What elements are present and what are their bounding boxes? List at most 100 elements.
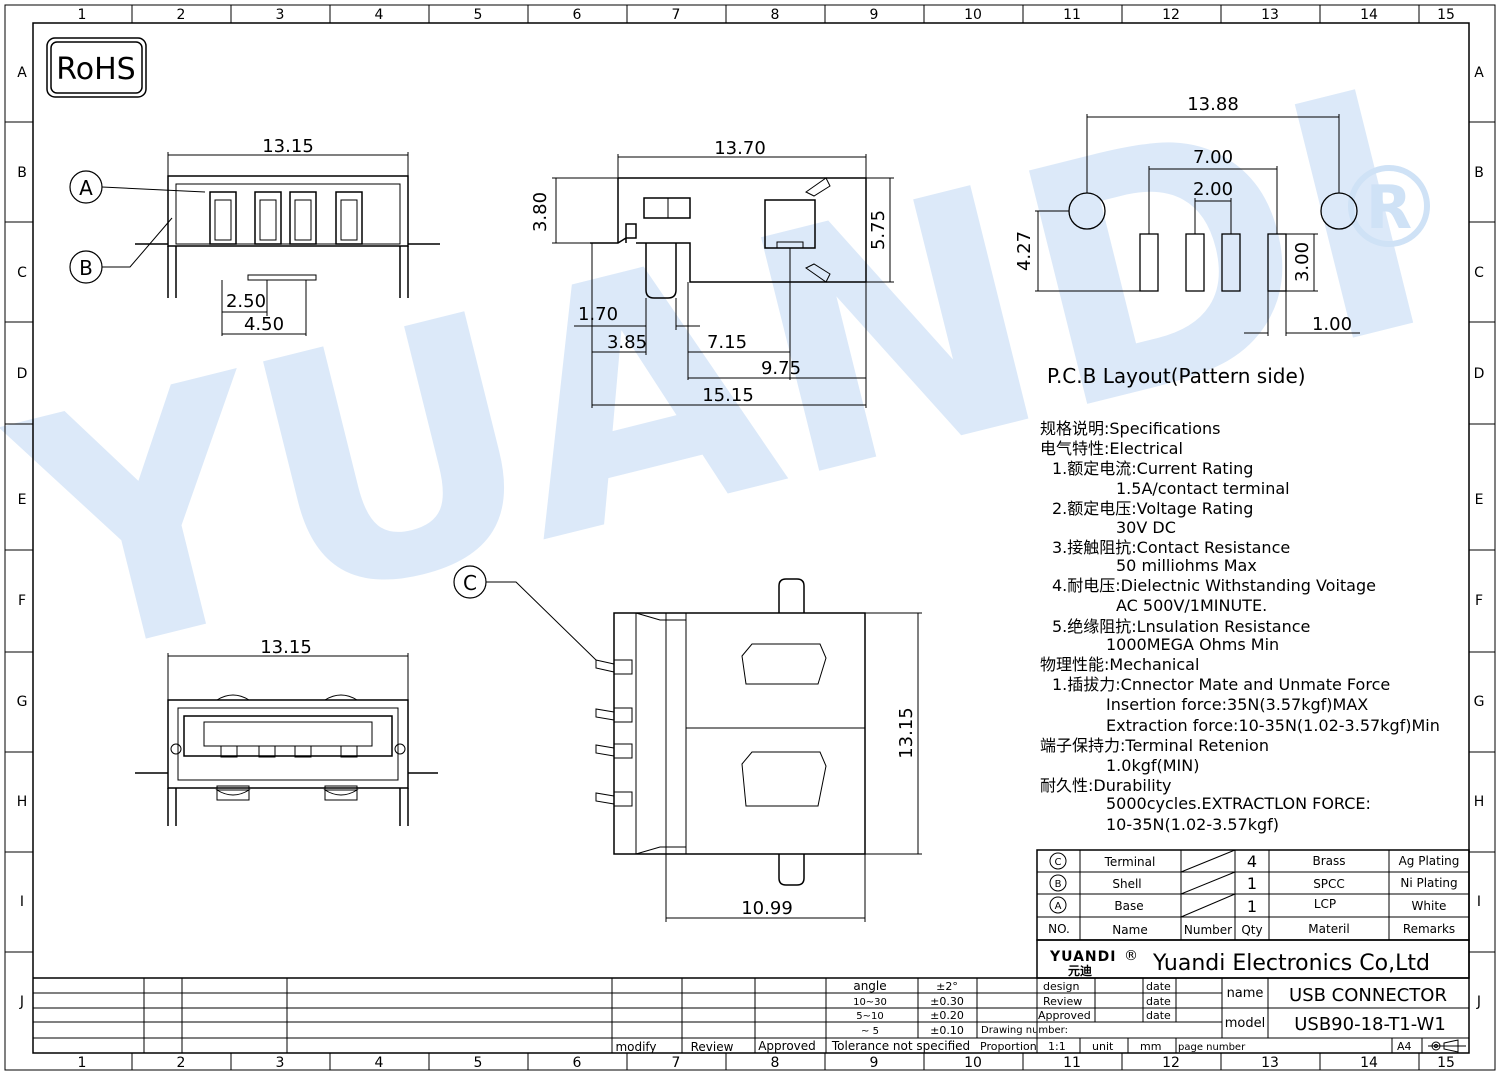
bom-no: B: [1055, 879, 1062, 890]
title-block-text: angle ±2° 10~30 ±0.30 5~10 ±0.20 ~ 5 ±0.…: [615, 979, 1447, 1054]
registered-mark: R: [1348, 165, 1430, 247]
rev-review: Review: [691, 1040, 734, 1054]
bom-cells: C Terminal 4 Brass Ag Plating B Shell 1 …: [1048, 852, 1459, 937]
spec-line: 1.插拔力:Cnnector Mate and Unmate Force: [1052, 675, 1390, 694]
dim-side-d2: 3.85: [607, 332, 647, 353]
dim-pcb-pad-len: 3.00: [1292, 242, 1313, 282]
tb-date: date: [1146, 995, 1171, 1008]
grid-row-label: B: [17, 165, 27, 181]
dim-top-width: 10.99: [741, 898, 793, 919]
bom-no: A: [1055, 901, 1062, 912]
tol-value-3: ±0.10: [930, 1024, 964, 1037]
grid-col-label: 1: [78, 1055, 87, 1071]
dim-pcb-span: 7.00: [1193, 147, 1233, 168]
tb-date: date: [1146, 980, 1171, 993]
grid-col-label: 14: [1360, 1055, 1378, 1071]
grid-right-labels: A B C D E F G H I J: [1474, 65, 1485, 1010]
front-top-dims: 13.15 2.50 4.50: [226, 136, 314, 335]
grid-row-label: E: [18, 492, 27, 508]
spec-line: 50 milliohms Max: [1116, 556, 1257, 575]
top-view: [595, 578, 866, 886]
spec-line: 电气特性:Electrical: [1040, 439, 1183, 458]
bom-material: LCP: [1314, 897, 1336, 911]
grid-col-label: 3: [276, 7, 285, 23]
bom-header-qty: Qty: [1241, 923, 1262, 937]
rev-modify: modify: [615, 1040, 656, 1054]
tb-page-number: page number: [1178, 1042, 1246, 1053]
grid-row-label: I: [1477, 894, 1481, 910]
grid-col-label: 8: [771, 1055, 780, 1071]
dim-side-d4: 9.75: [761, 358, 801, 379]
tol-range-2: 5~10: [856, 1011, 883, 1022]
bom-qty: 1: [1247, 874, 1257, 893]
company-logo-mark: ®: [1124, 948, 1138, 964]
dim-pin-pitch: 2.50: [226, 291, 266, 312]
grid-col-label: 10: [964, 1055, 982, 1071]
spec-line: 2.额定电压:Voltage Rating: [1052, 499, 1253, 518]
bom-remarks: Ni Plating: [1400, 876, 1457, 890]
grid-col-label: 9: [870, 1055, 879, 1071]
inner-border: [32, 22, 1470, 1054]
spec-line: AC 500V/1MINUTE.: [1116, 596, 1267, 615]
dim-side-d1: 1.70: [578, 304, 618, 325]
tb-approved: Approved: [1038, 1009, 1091, 1022]
dim-side-length: 13.70: [714, 138, 766, 159]
spec-line: 10-35N(1.02-3.57kgf): [1106, 815, 1279, 834]
grid-bottom-labels: 1 2 3 4 5 6 7 8 9 10 11 12 13 14 15: [78, 1055, 1455, 1071]
grid-row-label: F: [1475, 593, 1483, 609]
tb-name-value: USB CONNECTOR: [1289, 985, 1447, 1006]
grid-col-label: 4: [375, 7, 384, 23]
bom-qty: 4: [1247, 852, 1257, 871]
spec-line: Extraction force:10-35N(1.02-3.57kgf)Min: [1106, 716, 1440, 735]
callouts-ab: A B: [69, 170, 206, 284]
bom-name: Base: [1114, 899, 1143, 913]
grid-row-label: B: [1474, 165, 1484, 181]
tol-range-1: 10~30: [853, 997, 887, 1008]
grid-row-label: D: [17, 366, 28, 382]
grid-row-label: J: [1476, 994, 1481, 1010]
grid-row-label: E: [1475, 492, 1484, 508]
tol-footer: Tolerance not specified: [831, 1039, 970, 1053]
front-view-bottom: [135, 653, 438, 826]
bom-header-name: Name: [1112, 923, 1147, 937]
tb-model-label: model: [1225, 1016, 1265, 1031]
grid-ticks: [5, 5, 1495, 1070]
tol-angle-value: ±2°: [936, 980, 958, 993]
dim-pcb-total: 13.88: [1187, 94, 1239, 115]
grid-col-label: 11: [1063, 7, 1081, 23]
grid-row-label: A: [17, 65, 27, 81]
spec-line: 物理性能:Mechanical: [1040, 655, 1199, 674]
callout-c: C: [453, 565, 597, 661]
spec-line: Insertion force:35N(3.57kgf)MAX: [1106, 695, 1368, 714]
grid-col-label: 7: [672, 1055, 681, 1071]
bom-header-remarks: Remarks: [1403, 922, 1455, 936]
grid-row-label: D: [1474, 366, 1485, 382]
spec-line: 5.绝缘阻抗:Lnsulation Resistance: [1052, 617, 1310, 636]
spec-line: 规格说明:Specifications: [1040, 419, 1220, 438]
grid-row-label: H: [1474, 794, 1485, 810]
tol-angle-label: angle: [853, 979, 886, 993]
bom-remarks: Ag Plating: [1399, 854, 1460, 868]
grid-col-label: 12: [1162, 7, 1180, 23]
dim-pcb-height: 4.27: [1014, 231, 1035, 271]
grid-row-label: C: [17, 265, 27, 281]
company-row: YUANDI ® 元迪 Yuandi Electronics Co,Ltd: [1036, 939, 1470, 979]
grid-col-label: 13: [1261, 1055, 1279, 1071]
spec-line: 30V DC: [1116, 518, 1176, 537]
grid-row-label: H: [17, 794, 28, 810]
grid-col-label: 4: [375, 1055, 384, 1071]
registered-letter: R: [1366, 173, 1412, 243]
grid-left-labels: A B C D E F G H I J: [17, 65, 28, 1010]
bom-material: Brass: [1312, 854, 1345, 868]
grid-col-label: 2: [177, 7, 186, 23]
grid-col-label: 15: [1437, 7, 1455, 23]
side-view: [590, 177, 867, 299]
bom-qty: 1: [1247, 897, 1257, 916]
company-logo-top: YUANDI: [1049, 949, 1116, 965]
rohs-text: RoHS: [56, 52, 135, 87]
grid-row-label: J: [19, 994, 24, 1010]
top-view-dimlines: [665, 612, 922, 922]
rev-approved: Approved: [758, 1039, 816, 1053]
spec-line: 4.耐电压:Dielectnic Withstanding Voitage: [1052, 576, 1376, 595]
grid-col-label: 9: [870, 7, 879, 23]
